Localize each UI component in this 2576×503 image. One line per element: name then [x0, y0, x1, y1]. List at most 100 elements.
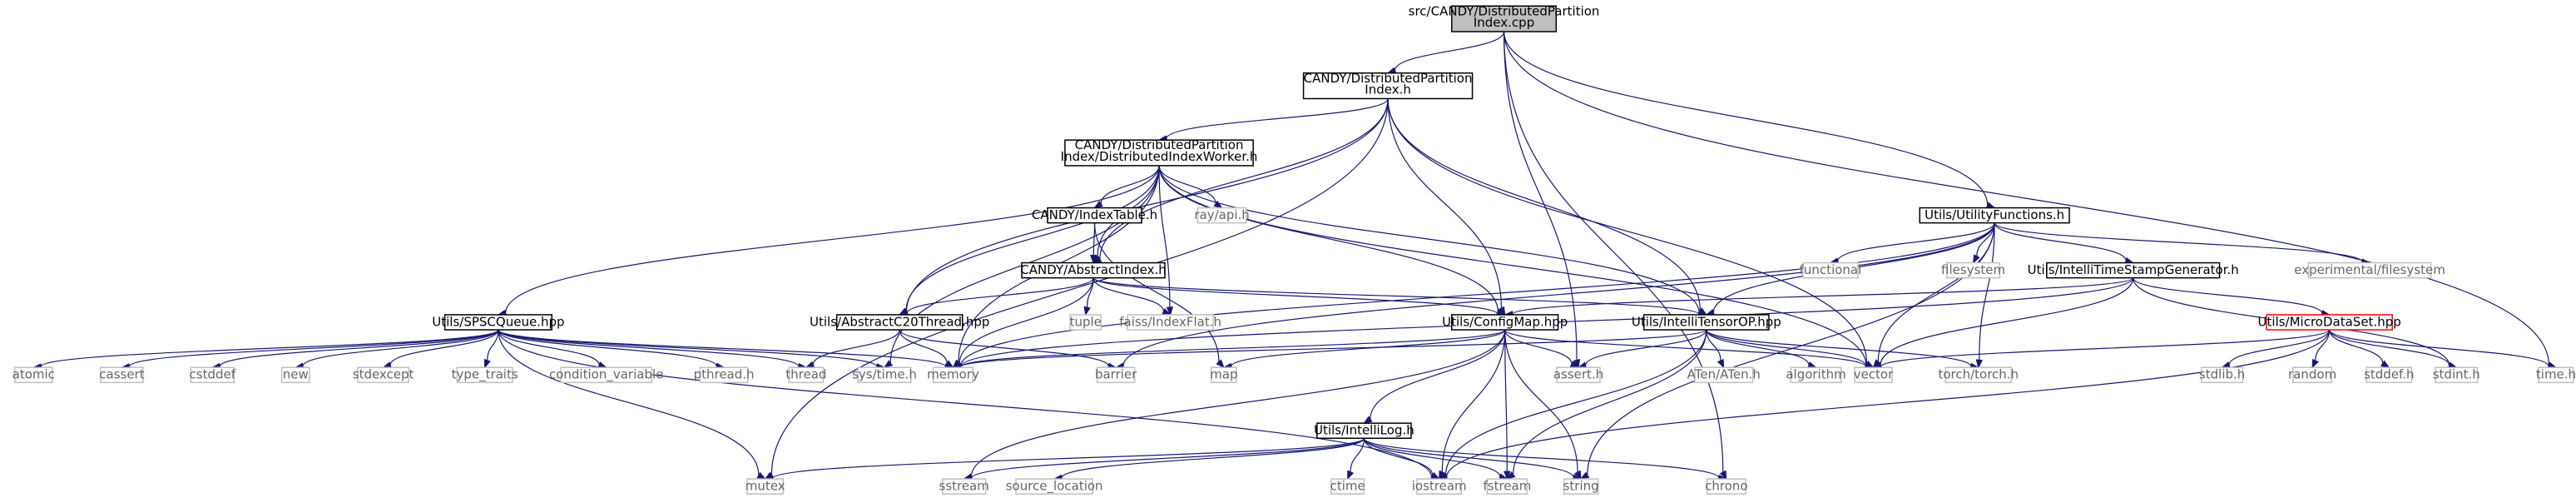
edge-abstractindex_h-to-tensorop_hpp: [1092, 277, 1708, 318]
node-box: [560, 366, 653, 384]
node-assert_h: assert.h: [1553, 366, 1603, 384]
node-box: [1069, 314, 1102, 331]
edge-spsc_hpp-to-cstddef: [211, 329, 499, 371]
node-spsc_hpp[interactable]: Utils/SPSCQueue.hpp: [432, 314, 565, 331]
edge-root-to-assert_h: [1503, 31, 1581, 369]
arrow-head-icon: [2380, 360, 2390, 368]
arrow-head-icon: [1503, 471, 1511, 481]
node-abstractindex_h[interactable]: CANDY/AbstractIndex.h: [1020, 261, 1167, 279]
arrow-head-icon: [2311, 358, 2319, 369]
edge-line: [905, 165, 1160, 311]
node-time_h: time.h: [2536, 366, 2576, 384]
node-box: [1642, 314, 1770, 331]
edge-line: [1994, 222, 2363, 263]
edge-configmap_hpp-to-assert_h: [1504, 329, 1580, 368]
node-label: random: [2288, 367, 2336, 382]
node-box: [1096, 366, 1136, 384]
node-label: vector: [1854, 367, 1894, 382]
edge-line: [2133, 277, 2323, 314]
node-label: thread: [785, 367, 826, 382]
edge-intellilog_h-to-ctime: [1347, 438, 1365, 481]
node-label: algorithm: [1786, 367, 1845, 382]
node-box: [1694, 366, 1754, 384]
node-label: tuple: [1070, 314, 1102, 329]
edge-line: [498, 329, 800, 367]
edge-line: [970, 330, 1506, 477]
node-label: atomic: [12, 367, 55, 382]
arrow-head-icon: [1166, 306, 1174, 316]
node-microdataset_hpp[interactable]: Utils/MicroDataSet.hpp: [2258, 314, 2401, 331]
node-label: torch/torch.h: [1938, 367, 2019, 382]
node-tensorop_hpp[interactable]: Utils/IntelliTensorOP.hpp: [1632, 314, 1781, 331]
edge-root-to-chrono: [1503, 31, 1727, 481]
node-label: cassert: [99, 367, 144, 382]
node-thread: thread: [785, 366, 826, 384]
node-box: [2201, 366, 2244, 384]
edge-line: [1387, 98, 1868, 364]
node-label: Utils/IntelliTimeStampGenerator.h: [2028, 262, 2239, 277]
edge-spsc_hpp-to-pthread_h: [498, 329, 726, 370]
node-box: [1196, 207, 1247, 224]
node-atomic: atomic: [12, 366, 55, 384]
edge-line: [1158, 165, 1867, 366]
edge-line: [1363, 438, 1434, 476]
node-label: Index.h: [1365, 82, 1411, 97]
node-label: time.h: [2536, 367, 2576, 382]
arrow-head-icon: [1972, 254, 1980, 264]
node-intellilog_h[interactable]: Utils/IntelliLog.h: [1314, 422, 1414, 439]
node-memory: memory: [927, 366, 979, 384]
edge-line: [487, 330, 499, 361]
edge-worker_h-to-faiss: [1158, 165, 1174, 316]
edge-microdataset_hpp-to-stdint_h: [2329, 329, 2458, 369]
node-algorithm: algorithm: [1786, 366, 1846, 384]
node-timestamp_h[interactable]: Utils/IntelliTimeStampGenerator.h: [2028, 261, 2239, 279]
node-label: CANDY/IndexTable.h: [1032, 207, 1157, 222]
node-layer: src/CANDY/DistributedPartitionIndex.cppC…: [12, 3, 2576, 495]
node-label: Index.cpp: [1474, 15, 1534, 30]
arrow-head-icon: [1213, 200, 1223, 209]
node-box: [1021, 261, 1166, 279]
edge-dpi_h-to-configmap_hpp: [1387, 98, 1506, 316]
node-box: [1556, 366, 1601, 384]
node-label: Utils/ConfigMap.hpp: [1442, 314, 1568, 329]
edge-line: [1706, 330, 1721, 361]
edge-line: [1979, 222, 1995, 361]
node-label: functional: [1800, 262, 1862, 277]
node-indextable_h[interactable]: CANDY/IndexTable.h: [1032, 207, 1157, 224]
edge-abstractindex_h-to-faiss: [1092, 277, 1172, 316]
node-utility_h[interactable]: Utils/UtilityFunctions.h: [1919, 207, 2070, 224]
edge-c20thread_hpp-to-thread: [805, 329, 900, 368]
edge-indextable_h-to-map: [1093, 222, 1225, 369]
edge-line: [2228, 329, 2331, 366]
node-label: source_location: [1006, 478, 1103, 494]
edge-line: [959, 222, 1995, 367]
node-label: stdint.h: [2433, 367, 2480, 382]
node-condvar: condition_variable: [549, 366, 663, 384]
node-worker_h[interactable]: CANDY/DistributedPartitionIndex/Distribu…: [1061, 137, 1258, 167]
edge-line: [772, 437, 1365, 479]
edge-line: [1093, 222, 1220, 362]
edge-root-to-utility_h: [1503, 31, 1996, 209]
node-aten_h: ATen/ATen.h: [1687, 366, 1761, 384]
node-barrier: barrier: [1095, 366, 1137, 384]
node-stdexcept: stdexcept: [353, 366, 414, 384]
edge-utility_h-to-barrier: [1114, 222, 1995, 370]
node-c20thread_hpp[interactable]: Utils/AbstractC20Thread.hpp: [810, 314, 989, 331]
edge-line: [906, 277, 1094, 314]
node-label: Utils/IntelliLog.h: [1314, 423, 1414, 438]
node-stdint_h: stdint.h: [2433, 366, 2480, 384]
edge-line: [498, 329, 947, 368]
edge-spsc_hpp-to-type_traits: [483, 330, 499, 369]
node-box: [933, 366, 973, 384]
node-type_traits: type_traits: [452, 366, 518, 384]
node-box: [746, 478, 785, 495]
node-label: Utils/UtilityFunctions.h: [1925, 207, 2064, 222]
edge-line: [1061, 437, 1365, 479]
node-box: [100, 366, 144, 384]
edge-line: [505, 165, 1160, 313]
arrow-head-icon: [1573, 359, 1581, 369]
node-configmap_hpp[interactable]: Utils/ConfigMap.hpp: [1442, 314, 1568, 331]
edge-line: [1706, 329, 1867, 366]
